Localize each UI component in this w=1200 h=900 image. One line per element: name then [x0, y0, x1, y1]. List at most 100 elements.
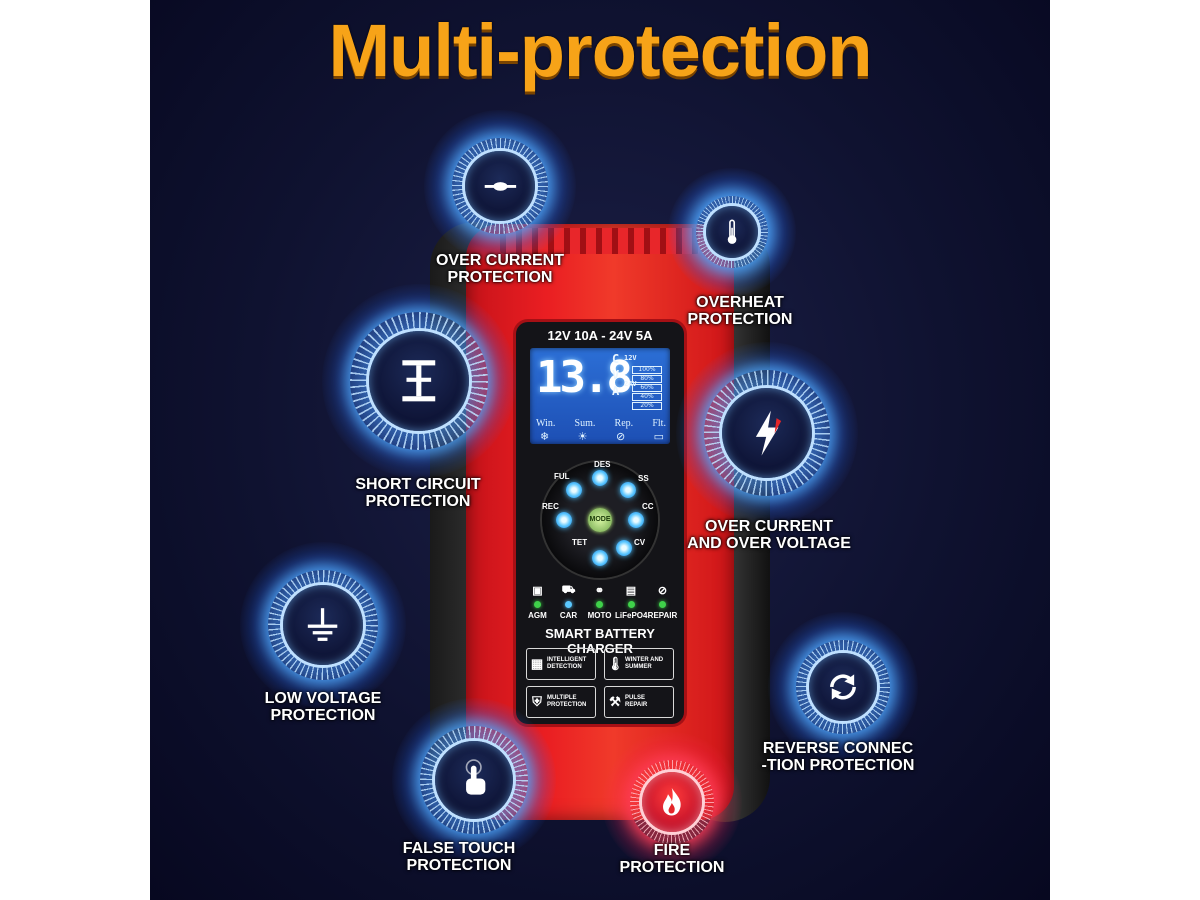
lcd-mode-summer: Sum.: [574, 418, 596, 429]
fire-label: FIRE PROTECTION: [604, 842, 740, 876]
snowflake-icon: ❄: [540, 431, 550, 443]
reverse-connection-badge: [768, 612, 918, 762]
lcd-mode-winter: Win.: [536, 418, 556, 429]
feature-line: SUMMER: [625, 664, 652, 670]
led-cv: [616, 540, 632, 556]
repair-icon: ⊘: [657, 585, 668, 597]
type-label: AGM: [528, 611, 547, 620]
over-current-label: OVER CURRENT PROTECTION: [430, 252, 570, 286]
low-voltage-label: LOW VOLTAGE PROTECTION: [246, 690, 400, 724]
feature-line: PULSE: [625, 695, 646, 701]
label-line: OVER CURRENT: [704, 518, 833, 535]
type-moto: ⚭ MOTO: [584, 584, 615, 620]
lcd-mode-row: Win. Sum. Rep. Flt.: [536, 418, 666, 429]
lcd-level-20: 20%: [632, 402, 662, 410]
car-icon: ⛟: [561, 584, 576, 596]
label-line: PROTECTION: [687, 311, 793, 328]
feature-line: DETECTION: [547, 664, 582, 670]
status-dial: DES SS CC CV TET REC FUL MODE: [542, 460, 658, 578]
lcd-display: 13.8 C V A 12V 24V 100% 80% 60% 40% 20% …: [530, 348, 670, 444]
dial-label-ss: SS: [638, 474, 649, 483]
motorcycle-icon: ⚭: [594, 585, 605, 597]
feature-line: REPAIR: [625, 702, 648, 708]
type-indicator: [596, 601, 603, 608]
dial-label-ful: FUL: [554, 472, 570, 481]
lcd-unit-v: V: [612, 368, 620, 382]
dial-label-cv: CV: [634, 538, 646, 547]
type-label: CAR: [559, 611, 578, 620]
lcd-level-80: 80%: [632, 375, 662, 383]
label-line: PROTECTION: [406, 857, 512, 874]
over-current-badge: [424, 110, 576, 262]
reverse-connection-label: REVERSE CONNEC -TION PROTECTION: [748, 740, 928, 774]
fire-badge: [602, 732, 742, 872]
product-image: Multi-protection 12V 10A - 24V 5A 13.8 C…: [150, 0, 1050, 900]
type-repair: ⊘ REPAIR: [647, 584, 678, 620]
label-line: PROTECTION: [619, 859, 725, 876]
label-line: OVERHEAT: [696, 294, 784, 311]
lcd-unit-c: C: [612, 352, 620, 366]
ground-icon: [308, 608, 338, 642]
feature-line: MULTIPLE: [547, 695, 577, 701]
lcd-level-40: 40%: [632, 393, 662, 401]
flame-icon: [663, 788, 681, 816]
wrench-icon: ⚒: [609, 694, 621, 709]
brand-title: SMART BATTERY CHARGER: [545, 626, 655, 656]
over-voltage-label: OVER CURRENT AND OVER VOLTAGE: [674, 518, 864, 552]
lithium-battery-icon: ▤: [625, 585, 637, 597]
type-agm: ▣ AGM: [522, 584, 553, 620]
type-indicator: [659, 601, 666, 608]
battery-charger: 12V 10A - 24V 5A 13.8 C V A 12V 24V 100%…: [430, 222, 770, 822]
mode-button: MODE: [588, 508, 612, 532]
reverse-arrows-icon: [830, 674, 856, 700]
dial-label-cc: CC: [642, 502, 654, 511]
label-line: PROTECTION: [270, 707, 376, 724]
type-indicator: [534, 601, 541, 608]
lcd-reading: 13.8: [536, 352, 633, 403]
thermometer-icon: [727, 219, 737, 244]
over-voltage-badge: [676, 342, 858, 524]
lcd-mode-icons: ❄ ☀ ⊘ ▭: [540, 430, 664, 443]
short-circuit-label: SHORT CIRCUIT PROTECTION: [328, 476, 508, 510]
label-line: AND OVER VOLTAGE: [687, 535, 851, 552]
headline: Multi-protection: [328, 9, 872, 92]
type-label: LiFePO4: [615, 611, 648, 620]
thermometer-icon: 🌡: [606, 656, 624, 671]
short-circuit-badge: [322, 284, 516, 478]
label-line: -TION PROTECTION: [761, 757, 915, 774]
led-tet: [592, 550, 608, 566]
short-circuit-icon: [402, 360, 436, 402]
led-ss: [620, 482, 636, 498]
led-cc: [628, 512, 644, 528]
type-lifepo4: ▤ LiFePO4: [615, 584, 647, 620]
lcd-unit-a: A: [612, 384, 620, 398]
dial-label-rec: REC: [542, 502, 559, 511]
label-line: PROTECTION: [365, 493, 471, 510]
touch-hand-icon: [465, 759, 486, 795]
chip-icon: ▦: [530, 656, 544, 671]
type-label: REPAIR: [647, 611, 678, 620]
feature-line: WINTER AND: [625, 657, 664, 663]
label-line: FIRE: [653, 842, 691, 859]
battery-type-row: ▣ AGM ⛟ CAR ⚭ MOTO ▤ LiFePO4: [522, 584, 678, 620]
label-line: PROTECTION: [447, 269, 553, 286]
led-des: [592, 470, 608, 486]
battery-icon: ▭: [653, 431, 664, 443]
lightning-icon: [755, 410, 782, 456]
lcd-voltage-24v: 24V: [624, 380, 637, 388]
label-line: FALSE TOUCH: [402, 840, 516, 857]
lcd-mode-float: Flt.: [652, 418, 666, 429]
dial-label-des: DES: [594, 460, 611, 469]
low-voltage-badge: [240, 542, 406, 708]
dial-label-tet: TET: [572, 538, 588, 547]
overheat-label: OVERHEAT PROTECTION: [670, 294, 810, 328]
type-indicator: [565, 601, 572, 608]
overheat-badge: [668, 168, 796, 296]
feature-line: PROTECTION: [547, 702, 587, 708]
agm-battery-icon: ▣: [532, 585, 543, 597]
lcd-level-100: 100%: [632, 366, 662, 374]
